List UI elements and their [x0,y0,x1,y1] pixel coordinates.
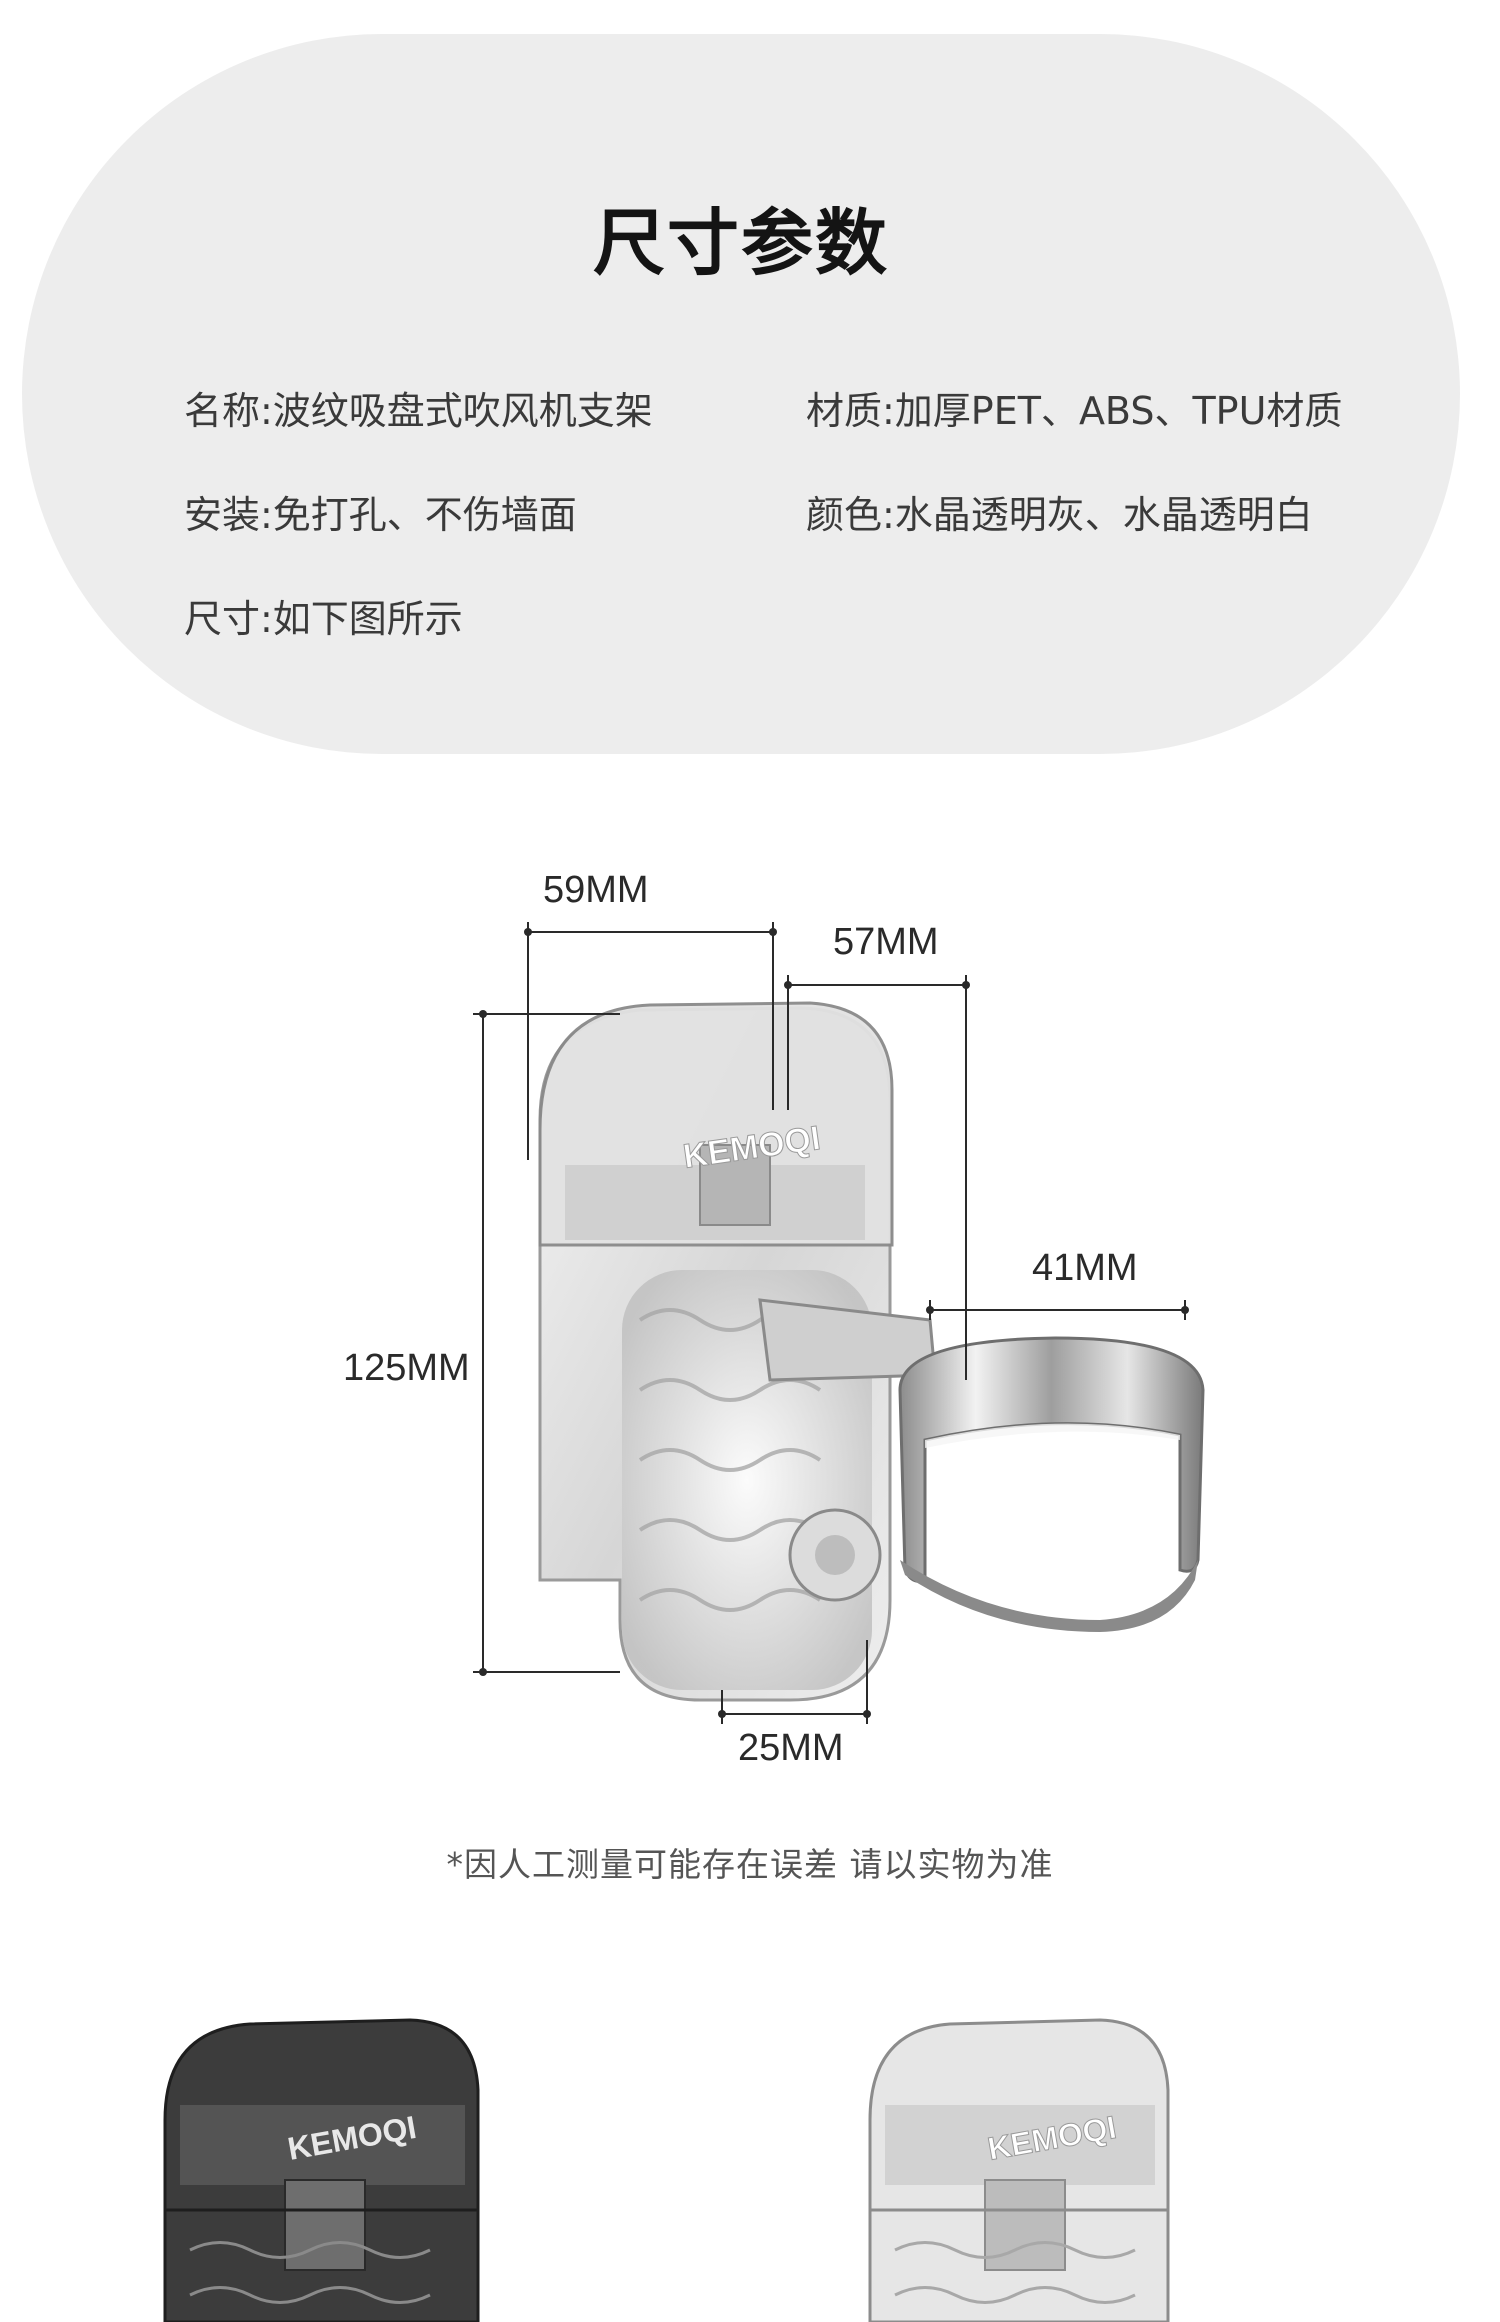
dim-label-bottom-width: 25MM [738,1727,844,1769]
dim-label-width-top: 59MM [543,869,649,911]
dimension-lines [473,922,1186,1724]
spec-material: 材质:加厚PET、ABS、TPU材质 [806,389,1343,433]
dim-label-depth-arm: 57MM [833,921,939,963]
dim-label-ring-diameter: 41MM [1032,1247,1138,1289]
spec-color: 颜色:水晶透明灰、水晶透明白 [806,493,1313,537]
product-photo-white: KEMOQI [868,2018,1170,2322]
measurement-note: *因人工测量可能存在误差 请以实物为准 [446,1845,1054,1884]
dimension-diagram: KEMOQI 59MM 57MM 41M [343,869,1205,1769]
spec-size: 尺寸:如下图所示 [184,597,463,641]
spec-name: 名称:波纹吸盘式吹风机支架 [184,389,653,433]
holder-product-illustration: KEMOQI [538,1001,1205,1702]
spec-card: 尺寸参数 名称:波纹吸盘式吹风机支架 材质:加厚PET、ABS、TPU材质 安装… [22,34,1460,754]
product-photo-grey: KEMOQI [163,2018,480,2322]
page-title: 尺寸参数 [592,201,889,285]
spec-install: 安装:免打孔、不伤墙面 [184,493,577,537]
dim-label-height: 125MM [343,1347,470,1389]
